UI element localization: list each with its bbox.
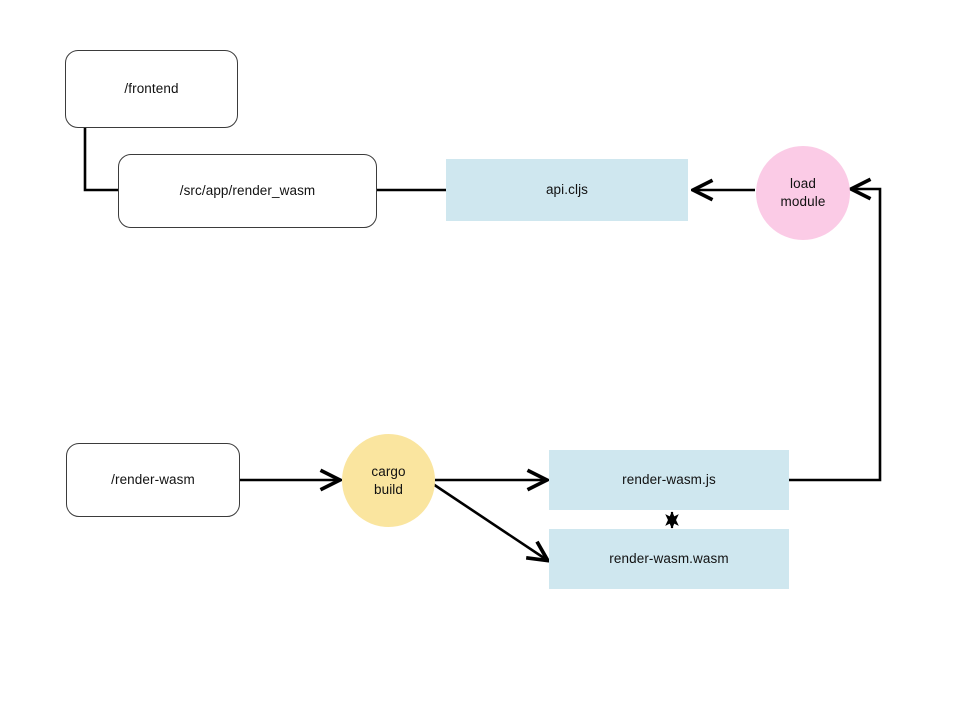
node-src-app-render-wasm[interactable]: /src/app/render_wasm <box>118 154 377 228</box>
node-api-cljs[interactable]: api.cljs <box>446 159 688 221</box>
node-render-wasm-wasm-label: render-wasm.wasm <box>609 551 729 567</box>
node-cargo-build[interactable]: cargo build <box>342 434 435 527</box>
node-render-wasm-wasm[interactable]: render-wasm.wasm <box>549 529 789 589</box>
node-render-wasm-dir[interactable]: /render-wasm <box>66 443 240 517</box>
edge-cargo-to-wasm <box>429 480 547 560</box>
node-render-wasm-js[interactable]: render-wasm.js <box>549 450 789 510</box>
edge-frontend-to-src <box>83 127 118 192</box>
node-load-module[interactable]: load module <box>756 146 850 240</box>
node-src-app-render-wasm-label: /src/app/render_wasm <box>179 183 316 199</box>
node-frontend[interactable]: /frontend <box>65 50 238 128</box>
node-render-wasm-js-label: render-wasm.js <box>622 472 716 488</box>
node-render-wasm-dir-label: /render-wasm <box>111 472 195 488</box>
node-api-cljs-label: api.cljs <box>545 182 589 198</box>
node-load-module-label: load module <box>780 176 826 209</box>
node-frontend-label: /frontend <box>124 81 179 97</box>
node-cargo-build-label: cargo build <box>371 463 406 497</box>
